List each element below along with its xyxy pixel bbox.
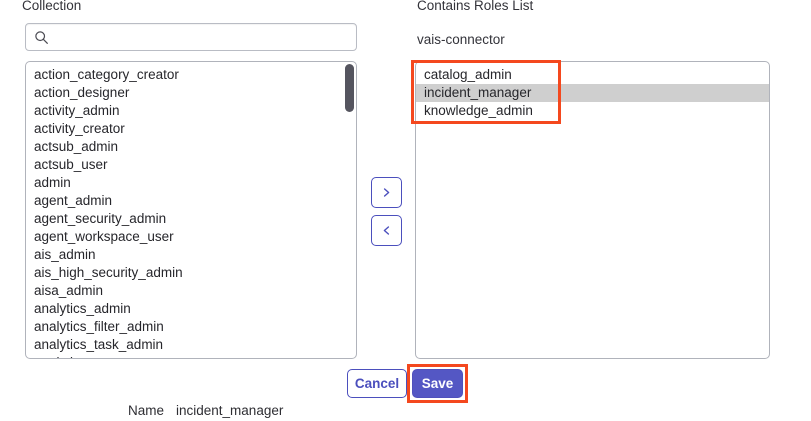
collection-list-item[interactable]: agent_security_admin xyxy=(34,211,167,226)
collection-list-item[interactable]: analytics_admin xyxy=(34,301,131,316)
collection-list-item[interactable]: analytics_task_admin xyxy=(34,337,164,352)
add-to-roles-button[interactable] xyxy=(371,177,402,208)
chevron-right-icon xyxy=(380,186,393,199)
collection-list-item[interactable]: action_category_creator xyxy=(34,67,179,82)
name-row: Name incident_manager xyxy=(128,403,283,419)
collection-list-item[interactable]: activity_admin xyxy=(34,103,120,118)
collection-list-item[interactable]: analytics_user xyxy=(26,354,356,358)
collection-list-item[interactable]: agent_admin xyxy=(34,193,113,208)
roles-list-subtitle: vais-connector xyxy=(417,32,505,47)
collection-label: Collection xyxy=(22,0,82,13)
collection-list-item[interactable]: aisa_admin xyxy=(34,283,104,298)
contains-roles-list-label: Contains Roles List xyxy=(417,0,534,13)
collection-list-scrollbar-thumb[interactable] xyxy=(345,64,354,112)
contains-roles-list-item-selected[interactable]: incident_manager xyxy=(416,84,769,102)
collection-list-item[interactable]: agent_workspace_user xyxy=(34,229,174,244)
name-field-label: Name xyxy=(128,403,165,418)
collection-list-item[interactable]: actsub_user xyxy=(34,157,108,172)
save-button[interactable]: Save xyxy=(412,369,463,398)
collection-list-item[interactable]: action_designer xyxy=(34,85,130,100)
collection-list-item[interactable]: admin xyxy=(34,175,71,190)
chevron-left-icon xyxy=(380,224,393,237)
name-field-value: incident_manager xyxy=(176,403,284,418)
collection-list-scrollbar[interactable] xyxy=(345,64,354,356)
collection-list-item[interactable]: ais_high_security_admin xyxy=(34,265,183,280)
contains-roles-list-item[interactable]: catalog_admin xyxy=(424,67,512,82)
search-input[interactable] xyxy=(49,24,348,50)
collection-list-item[interactable]: analytics_filter_admin xyxy=(34,319,164,334)
collection-list-item[interactable]: ais_admin xyxy=(34,247,96,262)
contains-roles-list-item[interactable]: knowledge_admin xyxy=(424,103,533,118)
remove-from-roles-button[interactable] xyxy=(371,215,402,246)
search-icon xyxy=(34,30,49,45)
search-box[interactable] xyxy=(25,23,357,51)
cancel-button[interactable]: Cancel xyxy=(347,369,407,398)
collection-list-item[interactable]: activity_creator xyxy=(34,121,125,136)
collection-list-item[interactable]: actsub_admin xyxy=(34,139,119,154)
